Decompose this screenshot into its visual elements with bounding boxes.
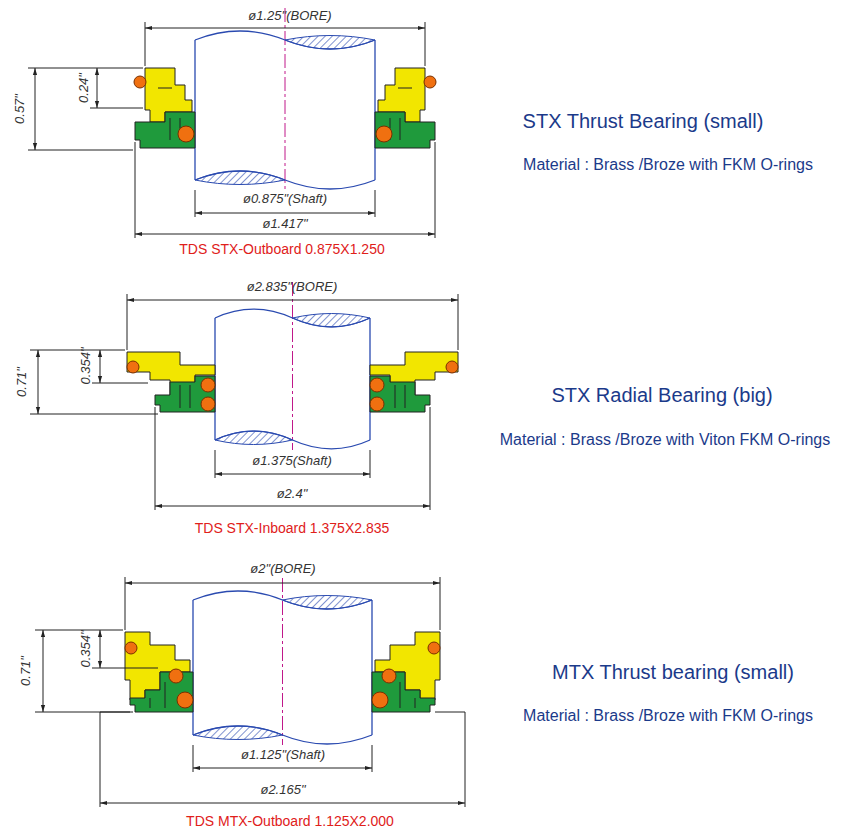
material-note: Material : Brass /Broze with Viton FKM O… — [500, 431, 830, 449]
dimension-label: 0.354" — [79, 347, 93, 384]
dimension-label: 0.24" — [77, 73, 91, 103]
dimension-label: 0.71" — [15, 367, 29, 397]
dimension-label: ø1.375(Shaft) — [252, 454, 332, 468]
dimension-label: ø1.417" — [262, 217, 307, 231]
stx-inboard-section — [30, 282, 458, 510]
dimension-label: ø2.4" — [277, 487, 308, 501]
dimension-label: 0.71" — [19, 656, 33, 686]
dimension-label: 0.354" — [79, 630, 93, 667]
bearing-title: MTX Thrust bearing (small) — [552, 661, 794, 683]
stx-outboard-section — [28, 8, 436, 238]
dimension-label: ø0.875"(Shaft) — [243, 192, 327, 206]
material-note: Material : Brass /Broze with FKM O-rings — [523, 707, 813, 725]
material-note: Material : Brass /Broze with FKM O-rings — [523, 156, 813, 174]
bearing-title: STX Radial Bearing (big) — [551, 384, 772, 406]
dimension-label: ø1.25"(BORE) — [248, 9, 331, 23]
bearing-title: STX Thrust Bearing (small) — [523, 110, 764, 132]
part-number: TDS STX-Inboard 1.375X2.835 — [195, 521, 390, 536]
dimension-label: ø2"(BORE) — [250, 562, 315, 576]
part-number: TDS MTX-Outboard 1.125X2.000 — [186, 814, 394, 829]
dimension-label: 0.57" — [13, 94, 27, 124]
mtx-outboard-section — [35, 577, 465, 807]
dimension-label: ø2.165" — [260, 783, 305, 797]
dimension-label: ø1.125"(Shaft) — [241, 748, 325, 762]
dimension-label: ø2.835"(BORE) — [247, 280, 338, 294]
part-number: TDS STX-Outboard 0.875X1.250 — [179, 242, 384, 257]
